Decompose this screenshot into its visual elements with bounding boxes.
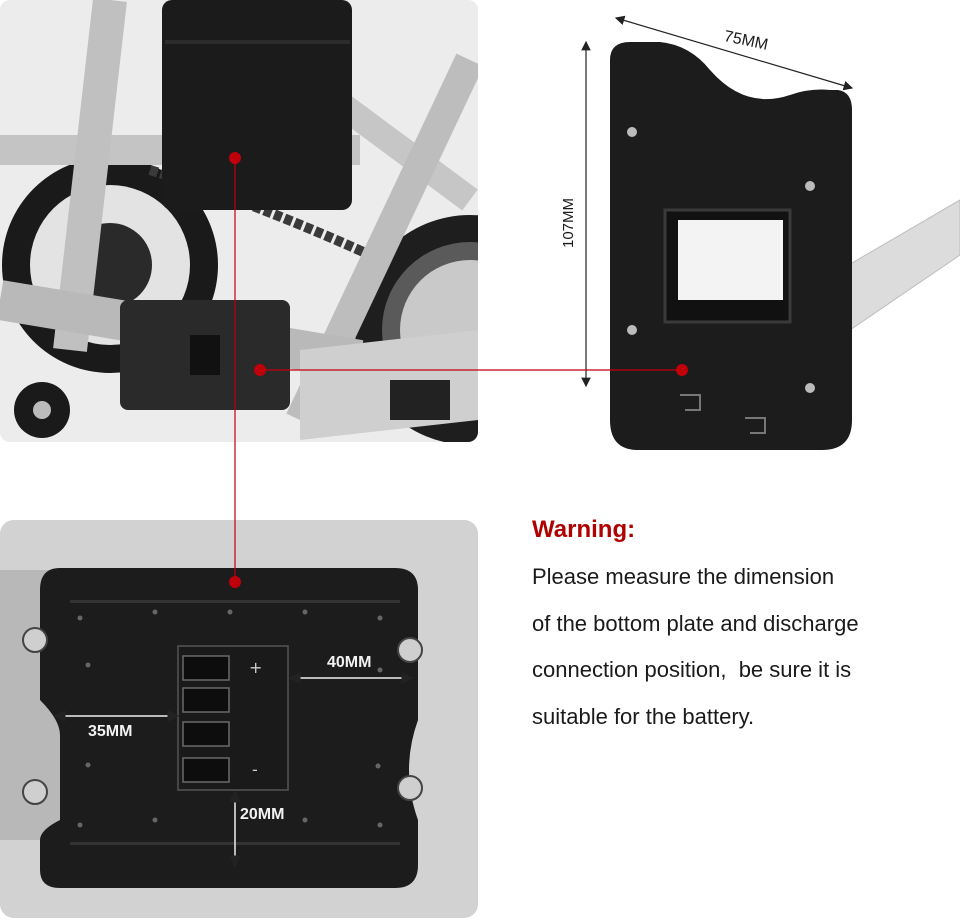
warning-line: suitable for the battery. — [532, 703, 755, 729]
warning-block: Warning: Please measure the dimension of… — [532, 516, 952, 740]
bike-illustration — [0, 0, 478, 442]
mount-rail — [839, 199, 960, 331]
screw — [22, 627, 48, 653]
battery-case — [162, 0, 352, 210]
warning-body: Please measure the dimension of the bott… — [532, 554, 952, 740]
warning-line: connection position, be sure it is — [532, 657, 852, 682]
warning-title: Warning: — [532, 516, 636, 543]
left-margin-label: 35MM — [88, 723, 133, 740]
plate-hole — [627, 127, 637, 137]
plate-height-label: 107MM — [560, 197, 577, 248]
battery-bottom-photo — [0, 520, 478, 918]
warning-line: Please measure the dimension — [532, 564, 835, 589]
mounting-plate-illustration — [610, 42, 960, 450]
bottom-margin-label: 20MM — [240, 806, 285, 823]
warning-line: of the bottom plate and discharge — [532, 610, 859, 636]
bike-photo — [0, 0, 478, 442]
negative-terminal-label: - — [252, 760, 258, 779]
right-margin-label: 40MM — [327, 654, 372, 671]
battery-bottom-illustration — [0, 520, 478, 918]
positive-terminal-label: + — [249, 658, 263, 677]
